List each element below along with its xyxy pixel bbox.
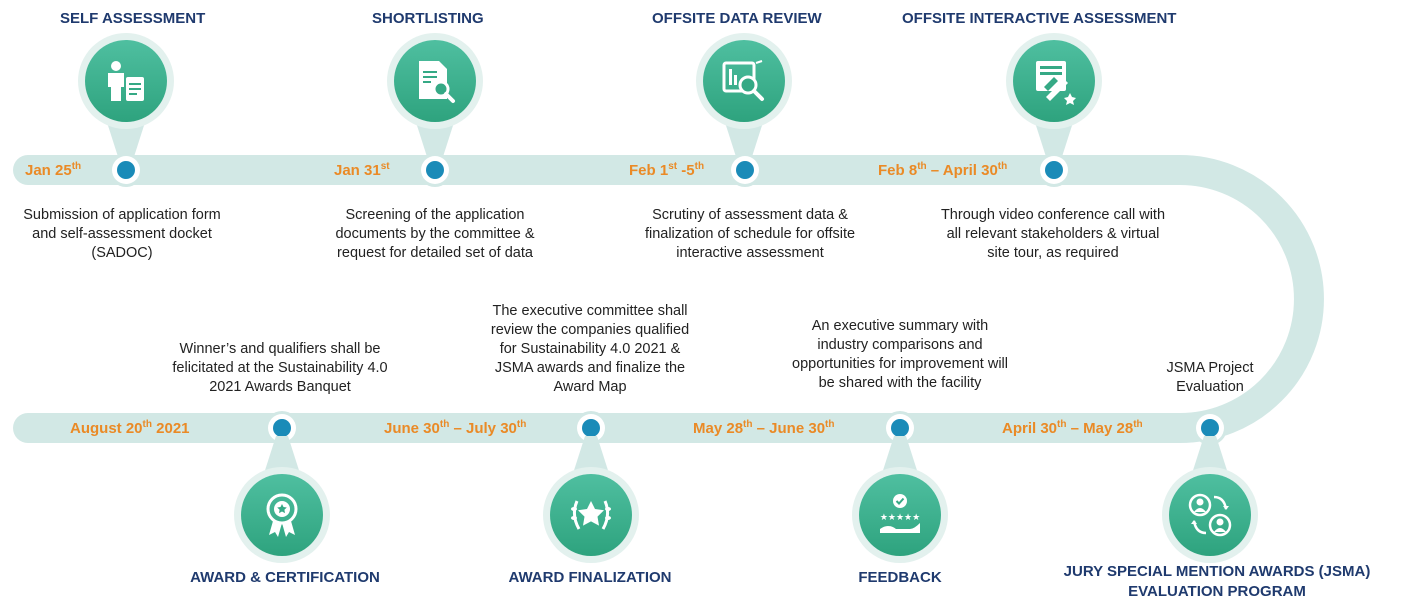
stage-title-offsite-data-review: OFFSITE DATA REVIEW (652, 10, 822, 27)
offsite-data-review-badge (703, 40, 785, 122)
pin-connector (1032, 113, 1076, 163)
stage-date: Feb 1st -5th (629, 161, 705, 179)
self-assessment-badge (85, 40, 167, 122)
person-document-icon (108, 61, 144, 101)
laurel-star-icon (571, 500, 611, 530)
shortlisting-badge (394, 40, 476, 122)
award-ribbon-icon (266, 493, 298, 537)
data-review-icon (722, 60, 764, 101)
pin-connector (104, 113, 148, 163)
timeline-node (886, 414, 914, 442)
stage-date: Jan 31st (334, 161, 390, 179)
stage-date: Jan 25th (25, 161, 82, 179)
timeline-node (112, 156, 140, 184)
stage-date: April 30th – May 28th (1002, 419, 1143, 437)
feedback-stars-icon: ★★★★★ (880, 494, 920, 533)
stage-date: August 20th 2021 (70, 419, 190, 437)
feedback-badge: ★★★★★ (859, 474, 941, 556)
stage-date: June 30th – July 30th (384, 419, 527, 437)
pin-connector (413, 113, 457, 163)
stage-title-jsma: JURY SPECIAL MENTION AWARDS (JSMA) (1063, 563, 1371, 580)
pin-connector (1188, 436, 1232, 486)
pin-connector (569, 436, 613, 486)
jsma-badge (1169, 474, 1251, 556)
award-certification-badge (241, 474, 323, 556)
stage-date: May 28th – June 30th (693, 419, 835, 437)
timeline-node (731, 156, 759, 184)
interactive-screen-icon (1036, 61, 1076, 105)
people-exchange-icon (1188, 493, 1232, 537)
stage-subtitle-jsma: EVALUATION PROGRAM (1128, 583, 1306, 600)
stage-title-award-finalization: AWARD FINALIZATION (508, 569, 672, 586)
pin-connector (722, 113, 766, 163)
pin-connector (260, 436, 304, 486)
timeline-node (1040, 156, 1068, 184)
stage-title-shortlisting: SHORTLISTING (372, 10, 484, 27)
document-search-icon (419, 61, 455, 103)
stage-date: Feb 8th – April 30th (878, 161, 1008, 179)
stage-title-self-assessment: SELF ASSESSMENT (60, 10, 206, 27)
pin-connector (878, 436, 922, 486)
timeline-node (421, 156, 449, 184)
stage-title-award-certification: AWARD & CERTIFICATION (190, 569, 380, 586)
offsite-interactive-assessment-badge (1013, 40, 1095, 122)
svg-text:★★★★★: ★★★★★ (880, 513, 920, 523)
stage-description: Scrutiny of assessment data &finalizatio… (644, 207, 856, 261)
award-finalization-badge (550, 474, 632, 556)
stage-title-offsite-interactive-assessment: OFFSITE INTERACTIVE ASSESSMENT (902, 10, 1177, 27)
stage-title-feedback: FEEDBACK (858, 569, 942, 586)
